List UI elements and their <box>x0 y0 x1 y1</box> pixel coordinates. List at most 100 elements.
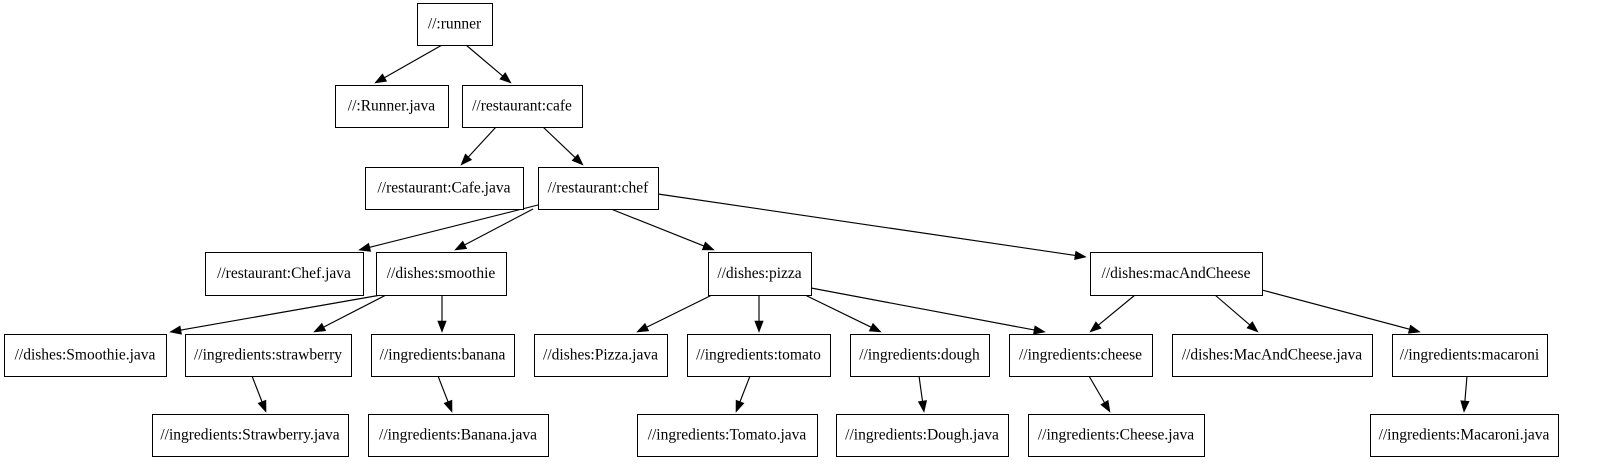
node-box[interactable] <box>850 334 990 377</box>
edge-line <box>464 208 534 246</box>
edge-arrowhead <box>1246 321 1259 333</box>
graph-edge <box>735 375 751 413</box>
edge-arrowhead <box>917 400 928 413</box>
graph-node-runner[interactable]: //:runner <box>417 3 493 46</box>
graph-node-dishes_pizza[interactable]: //dishes:pizza <box>708 252 812 296</box>
graph-node-banana_java[interactable]: //ingredients:Banana.java <box>368 414 549 457</box>
node-label: //ingredients:strawberry <box>194 347 342 364</box>
node-box[interactable] <box>836 414 1009 457</box>
graph-edge <box>1089 294 1136 333</box>
graph-edge <box>610 208 715 251</box>
graph-edge <box>804 294 882 333</box>
edge-arrowhead <box>374 73 388 84</box>
node-label: //ingredients:banana <box>380 347 506 364</box>
graph-node-strawberry_java[interactable]: //ingredients:Strawberry.java <box>152 414 349 457</box>
node-box[interactable] <box>417 3 493 46</box>
graph-edge <box>1460 375 1470 413</box>
node-box[interactable] <box>534 334 668 377</box>
graph-edge <box>313 294 387 333</box>
node-label: //ingredients:dough <box>859 347 980 364</box>
node-box[interactable] <box>708 252 812 296</box>
edge-arrowhead <box>460 153 473 166</box>
graph-node-chef_java[interactable]: //restaurant:Chef.java <box>205 252 364 296</box>
node-box[interactable] <box>1392 334 1548 377</box>
edge-line <box>804 294 872 328</box>
edge-arrowhead <box>735 399 745 413</box>
edge-line <box>1464 375 1468 402</box>
graph-edge <box>437 375 453 413</box>
edge-line <box>323 294 387 328</box>
node-box[interactable] <box>538 167 659 210</box>
node-box[interactable] <box>4 334 167 377</box>
graph-edge <box>1261 289 1421 334</box>
graph-node-runner_java[interactable]: //:Runner.java <box>335 85 449 128</box>
node-box[interactable] <box>152 414 349 457</box>
edge-arrowhead <box>754 320 764 333</box>
graph-node-pizza_java[interactable]: //dishes:Pizza.java <box>534 334 668 377</box>
node-label: //ingredients:Tomato.java <box>648 427 807 444</box>
node-box[interactable] <box>185 334 352 377</box>
node-box[interactable] <box>371 334 515 377</box>
node-box[interactable] <box>637 414 818 457</box>
node-label: //dishes:pizza <box>717 265 801 282</box>
node-box[interactable] <box>1370 414 1559 457</box>
graph-node-restaurant_chef[interactable]: //restaurant:chef <box>538 167 659 210</box>
graph-node-dishes_smoothie[interactable]: //dishes:smoothie <box>376 252 507 296</box>
graph-node-ing_banana[interactable]: //ingredients:banana <box>371 334 515 377</box>
graph-node-ing_tomato[interactable]: //ingredients:tomato <box>687 334 831 377</box>
edge-arrowhead <box>868 322 882 333</box>
node-box[interactable] <box>205 252 364 296</box>
node-box[interactable] <box>1028 414 1205 457</box>
graph-edge <box>465 44 512 84</box>
graph-node-smoothie_java[interactable]: //dishes:Smoothie.java <box>4 334 167 377</box>
node-label: //ingredients:cheese <box>1019 347 1142 364</box>
node-label: //ingredients:Cheese.java <box>1038 427 1194 444</box>
edge-line <box>610 208 704 247</box>
graph-edge <box>358 204 539 252</box>
graph-node-tomato_java[interactable]: //ingredients:Tomato.java <box>637 414 818 457</box>
edge-arrowhead <box>1100 399 1111 413</box>
edge-arrowhead <box>1074 250 1087 260</box>
edge-arrowhead <box>169 325 182 335</box>
edge-line <box>465 44 503 77</box>
node-box[interactable] <box>365 167 524 210</box>
graph-edge <box>917 375 928 413</box>
graph-edge <box>460 126 497 166</box>
graph-node-ing_strawberry[interactable]: //ingredients:strawberry <box>185 334 352 377</box>
node-label: //restaurant:Cafe.java <box>378 180 511 197</box>
node-box[interactable] <box>1009 334 1153 377</box>
edge-line <box>1088 375 1105 403</box>
graph-node-cafe_java[interactable]: //restaurant:Cafe.java <box>365 167 524 210</box>
graph-node-mac_java[interactable]: //dishes:MacAndCheese.java <box>1172 334 1373 377</box>
node-box[interactable] <box>335 85 449 128</box>
node-box[interactable] <box>1172 334 1373 377</box>
edge-arrowhead <box>437 320 447 333</box>
node-box[interactable] <box>1090 252 1263 296</box>
node-box[interactable] <box>687 334 831 377</box>
nodes-layer: //:runner //:Runner.java //restaurant:cafe… <box>4 3 1559 457</box>
edge-line <box>646 294 713 328</box>
graph-edge <box>374 44 443 84</box>
graph-node-macaroni_java[interactable]: //ingredients:Macaroni.java <box>1370 414 1559 457</box>
edge-arrowhead <box>313 322 327 333</box>
node-box[interactable] <box>462 85 583 128</box>
edge-arrowhead <box>358 242 372 252</box>
graph-node-ing_dough[interactable]: //ingredients:dough <box>850 334 990 377</box>
node-box[interactable] <box>368 414 549 457</box>
graph-node-dishes_mac[interactable]: //dishes:macAndCheese <box>1090 252 1263 296</box>
graph-node-restaurant_cafe[interactable]: //restaurant:cafe <box>462 85 583 128</box>
graph-node-ing_macaroni[interactable]: //ingredients:macaroni <box>1392 334 1548 377</box>
node-box[interactable] <box>376 252 507 296</box>
edge-line <box>384 44 443 79</box>
graph-edge <box>810 287 1046 335</box>
node-label: //restaurant:Chef.java <box>217 265 351 282</box>
graph-node-dough_java[interactable]: //ingredients:Dough.java <box>836 414 1009 457</box>
node-label: //ingredients:Strawberry.java <box>160 427 339 444</box>
graph-node-cheese_java[interactable]: //ingredients:Cheese.java <box>1028 414 1205 457</box>
graph-edge <box>636 294 713 333</box>
node-label: //dishes:smoothie <box>387 265 496 282</box>
edge-arrowhead <box>1089 321 1102 333</box>
graph-node-ing_cheese[interactable]: //ingredients:cheese <box>1009 334 1153 377</box>
